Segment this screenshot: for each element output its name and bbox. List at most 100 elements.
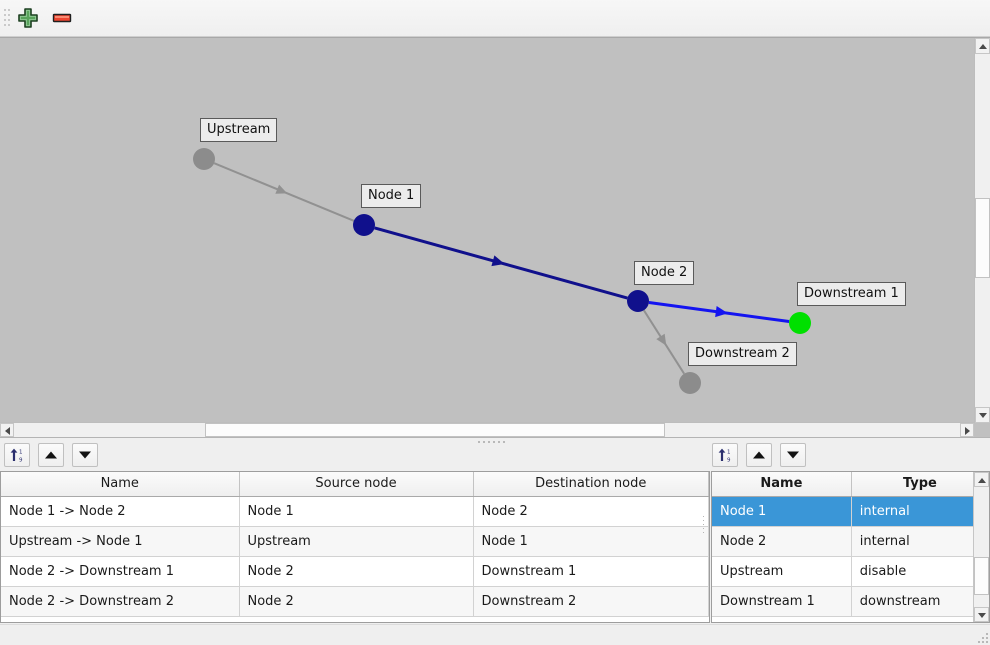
status-bar	[0, 624, 990, 645]
edge-sort-button[interactable]: 1 9	[4, 443, 30, 467]
svg-text:1: 1	[19, 450, 23, 456]
table-cell[interactable]: Downstream 1	[473, 556, 709, 587]
add-button[interactable]	[14, 5, 42, 33]
sort-ascending-icon: 1 9	[10, 448, 23, 464]
node-table-vertical-scrollbar[interactable]	[973, 472, 989, 622]
edge-move-up-button[interactable]	[38, 443, 64, 467]
graph-node[interactable]	[789, 312, 811, 334]
table-cell[interactable]: Node 1	[239, 496, 474, 527]
svg-text:9: 9	[727, 458, 731, 464]
graph-node[interactable]	[627, 290, 649, 312]
svg-text:9: 9	[19, 458, 23, 464]
scroll-left-button[interactable]	[0, 423, 14, 437]
table-cell[interactable]: Downstream 2	[473, 586, 709, 617]
table-cell[interactable]: downstream	[851, 586, 989, 617]
minus-icon	[52, 13, 72, 22]
triangle-down-icon	[79, 451, 91, 459]
edge-arrowhead	[656, 333, 667, 346]
table-cell[interactable]: Node 2 -> Downstream 2	[1, 586, 240, 617]
table-cell[interactable]: Node 2	[473, 496, 709, 527]
table-cell[interactable]: Upstream -> Node 1	[1, 526, 240, 557]
table-cell[interactable]: internal	[851, 496, 989, 527]
edge-arrowhead	[715, 306, 728, 318]
panel-splitter[interactable]	[0, 437, 990, 444]
column-header[interactable]: Name	[1, 472, 240, 497]
edge-arrowhead	[275, 184, 288, 194]
triangle-down-icon	[978, 613, 986, 618]
triangle-up-icon	[978, 478, 986, 483]
node-table-scroll-down-button[interactable]	[974, 607, 989, 622]
column-header[interactable]: Name	[712, 472, 852, 497]
graph-node-label[interactable]: Downstream 1	[797, 282, 906, 306]
triangle-left-icon	[5, 427, 10, 435]
graph-node-label[interactable]: Downstream 2	[688, 342, 797, 366]
node-move-down-button[interactable]	[780, 443, 806, 467]
table-cell[interactable]: Node 1 -> Node 2	[1, 496, 240, 527]
graph-node-label[interactable]: Upstream	[200, 118, 278, 142]
node-table-scrollbar-thumb[interactable]	[974, 557, 989, 595]
table-cell[interactable]: internal	[851, 526, 989, 557]
delete-button[interactable]	[48, 5, 76, 33]
triangle-up-icon	[979, 44, 987, 49]
edge-move-down-button[interactable]	[72, 443, 98, 467]
table-cell[interactable]: Node 1	[473, 526, 709, 557]
scroll-up-button[interactable]	[975, 38, 990, 54]
graph-node[interactable]	[193, 148, 215, 170]
scroll-right-button[interactable]	[960, 423, 974, 437]
node-move-up-button[interactable]	[746, 443, 772, 467]
canvas-vertical-scrollbar[interactable]	[974, 38, 990, 423]
graph-node[interactable]	[353, 214, 375, 236]
sort-ascending-icon: 1 9	[718, 448, 731, 464]
node-sort-button[interactable]: 1 9	[712, 443, 738, 467]
table-cell[interactable]: Node 1	[712, 496, 852, 527]
edge-table-row-grip[interactable]	[703, 516, 706, 534]
toolbar-drag-handle[interactable]	[4, 9, 10, 29]
edge-arrowhead	[491, 255, 505, 267]
canvas-horizontal-scrollbar[interactable]	[0, 422, 974, 437]
graph-node[interactable]	[679, 372, 701, 394]
table-cell[interactable]: Upstream	[239, 526, 474, 557]
graph-node-label[interactable]: Node 1	[361, 184, 422, 208]
canvas-horizontal-scrollbar-thumb[interactable]	[205, 423, 665, 437]
node-table-scroll-up-button[interactable]	[974, 472, 989, 487]
triangle-up-icon	[45, 451, 57, 459]
column-header[interactable]: Source node	[239, 472, 474, 497]
column-header[interactable]: Destination node	[473, 472, 709, 497]
edge-layer	[213, 162, 790, 375]
table-cell[interactable]: Downstream 1	[712, 586, 852, 617]
canvas-vertical-scrollbar-thumb[interactable]	[975, 198, 990, 278]
column-header[interactable]: Type	[851, 472, 989, 497]
node-layer	[193, 148, 811, 394]
triangle-down-icon	[979, 413, 987, 418]
plus-icon	[18, 7, 38, 28]
window-resize-grip[interactable]	[978, 633, 988, 643]
splitter-grip	[478, 441, 512, 444]
triangle-up-icon	[753, 451, 765, 459]
main-toolbar	[0, 0, 990, 37]
graph-node-label[interactable]: Node 2	[634, 261, 695, 285]
table-cell[interactable]: Node 2	[239, 556, 474, 587]
table-cell[interactable]: Upstream	[712, 556, 852, 587]
scroll-down-button[interactable]	[975, 407, 990, 423]
table-cell[interactable]: Node 2 -> Downstream 1	[1, 556, 240, 587]
table-cell[interactable]: disable	[851, 556, 989, 587]
table-cell[interactable]: Node 2	[712, 526, 852, 557]
table-cell[interactable]: Node 2	[239, 586, 474, 617]
